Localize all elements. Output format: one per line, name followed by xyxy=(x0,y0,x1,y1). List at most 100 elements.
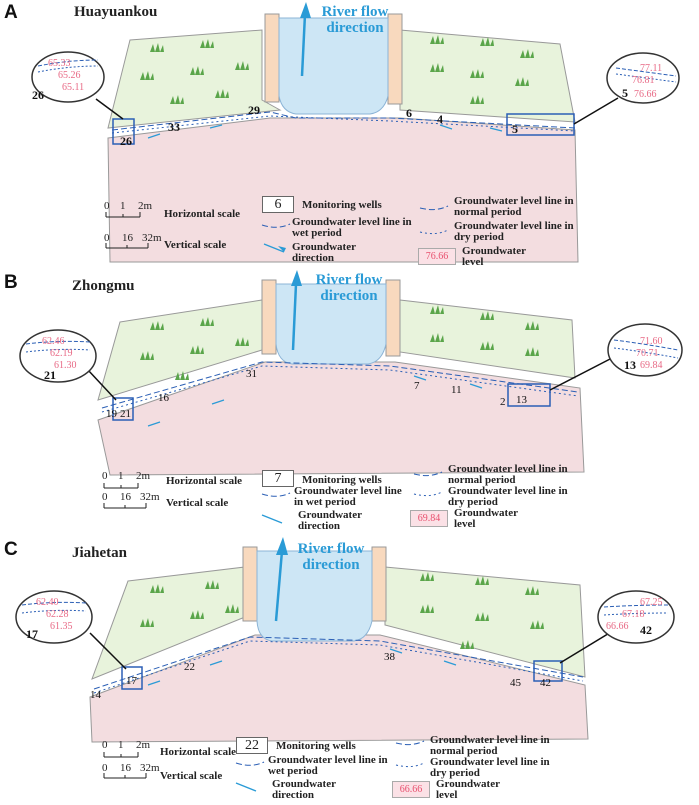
wet-period-label: Groundwater level line in wet period xyxy=(268,754,388,777)
well-label: 6 xyxy=(406,106,412,120)
scale-tick: 0 xyxy=(102,762,108,774)
panel-c-diagram xyxy=(15,537,675,792)
normal-period-label: Groundwater level line in normal period xyxy=(430,734,550,757)
monitoring-wells-label: Monitoring wells xyxy=(276,740,356,752)
scale-tick: 32m xyxy=(140,762,160,774)
zoom-level: 62.46 xyxy=(42,336,65,347)
normal-period-label: Groundwater level line in normal period xyxy=(448,463,568,486)
normal-period-label: Groundwater level line in normal period xyxy=(454,195,574,218)
well-label: 21 xyxy=(120,408,131,420)
panel-c: C Jiahetan River flow direction 14 17 22… xyxy=(0,537,699,805)
scale-tick: 2m xyxy=(138,200,153,212)
level-example: 66.66 xyxy=(392,781,430,798)
well-example: 22 xyxy=(236,737,268,754)
site-name: Huayuankou xyxy=(74,4,158,20)
flow-label: River flow direction xyxy=(315,272,383,304)
panel-b: B Zhongmu River flow direction 19 21 16 … xyxy=(0,270,699,538)
zoom-level: 65.11 xyxy=(62,82,85,93)
well-label: 14 xyxy=(90,689,101,701)
well-label: 38 xyxy=(384,651,395,663)
panel-letter: B xyxy=(4,272,18,293)
well-label: 17 xyxy=(126,675,137,687)
zoom-level: 71.60 xyxy=(640,336,663,347)
scale-tick: 2m xyxy=(136,739,151,751)
well-label: 4 xyxy=(437,112,443,126)
well-label: 31 xyxy=(246,368,257,380)
well-label: 33 xyxy=(168,120,180,134)
groundwater-direction-label: Groundwater direction xyxy=(272,778,336,801)
panel-letter: C xyxy=(4,539,18,560)
panel-b-diagram xyxy=(19,270,683,524)
flow-arrow xyxy=(300,13,307,77)
level-example: 76.66 xyxy=(418,248,456,265)
site-name: Zhongmu xyxy=(72,278,135,294)
zoom-level: 69.84 xyxy=(640,360,663,371)
well-label: 42 xyxy=(540,677,551,689)
well-label: 29 xyxy=(248,103,260,117)
zoom-well: 42 xyxy=(640,623,652,637)
scale-tick: 0 xyxy=(102,491,108,503)
zoom-level: 77.11 xyxy=(640,63,663,74)
zoom-level: 65.33 xyxy=(48,58,71,69)
well-label: 22 xyxy=(184,661,195,673)
scale-tick: 2m xyxy=(136,470,151,482)
wet-period-label: Groundwater level line in wet period xyxy=(292,216,412,239)
horizontal-scale-label: Horizontal scale xyxy=(164,208,241,220)
vertical-scale-label: Vertical scale xyxy=(164,239,227,251)
level-example: 69.84 xyxy=(410,510,448,527)
zoom-well: 5 xyxy=(622,86,628,100)
scale-tick: 32m xyxy=(140,491,160,503)
groundwater-direction-label: Groundwater direction xyxy=(298,509,362,532)
zoom-level: 61.35 xyxy=(50,621,73,632)
well-label: 26 xyxy=(120,134,132,148)
scale-tick: 1 xyxy=(120,200,126,212)
monitoring-wells-label: Monitoring wells xyxy=(302,199,382,211)
zoom-level: 65.26 xyxy=(58,70,81,81)
zoom-well: 17 xyxy=(26,627,38,641)
wet-period-label: Groundwater level line in wet period xyxy=(294,485,402,508)
well-label: 19 xyxy=(106,408,117,420)
vertical-scale-label: Vertical scale xyxy=(160,770,223,782)
well-label: 16 xyxy=(158,392,169,404)
scale-tick: 32m xyxy=(142,232,162,244)
groundwater-direction-label: Groundwater direction xyxy=(292,241,356,264)
scale-tick: 16 xyxy=(120,491,131,503)
scale-tick: 0 xyxy=(102,739,108,751)
zoom-well: 26 xyxy=(32,88,44,102)
scale-tick: 0 xyxy=(102,470,108,482)
zoom-well: 13 xyxy=(624,358,636,372)
dry-period-label: Groundwater level line in dry period xyxy=(454,220,574,243)
zoom-level: 67.25 xyxy=(640,597,663,608)
zoom-level: 70.71 xyxy=(636,348,659,359)
scale-tick: 1 xyxy=(118,470,124,482)
dry-period-label: Groundwater level line in dry period xyxy=(430,756,550,779)
zoom-level: 66.66 xyxy=(606,621,629,632)
well-label: 13 xyxy=(516,394,527,406)
groundwater-level-label: Groundwater level xyxy=(454,507,518,530)
scale-tick: 0 xyxy=(104,200,110,212)
flow-label: River flow direction xyxy=(297,541,365,573)
flow-label: River flow direction xyxy=(321,4,389,36)
panel-a-diagram xyxy=(31,2,680,263)
groundwater-level-label: Groundwater level xyxy=(462,245,526,268)
well-label: 2 xyxy=(500,396,506,408)
zoom-level: 76.66 xyxy=(634,89,657,100)
scale-tick: 0 xyxy=(104,232,110,244)
site-name: Jiahetan xyxy=(72,545,128,561)
well-label: 5 xyxy=(512,122,518,136)
horizontal-scale-label: Horizontal scale xyxy=(160,746,237,758)
vertical-scale-label: Vertical scale xyxy=(166,497,229,509)
zoom-level: 62.28 xyxy=(46,609,69,620)
well-label: 45 xyxy=(510,677,521,689)
well-example: 6 xyxy=(262,196,294,213)
zoom-level: 61.30 xyxy=(54,360,77,371)
monitoring-wells-label: Monitoring wells xyxy=(302,474,382,486)
well-label: 11 xyxy=(451,384,462,396)
scale-tick: 16 xyxy=(122,232,133,244)
well-label: 7 xyxy=(414,380,420,392)
zoom-level: 67.18 xyxy=(622,609,645,620)
panel-a: A Huayuankou River flow direction 26 33 … xyxy=(0,0,699,268)
zoom-level: 62.40 xyxy=(36,597,59,608)
horizontal-scale-label: Horizontal scale xyxy=(166,475,243,487)
scale-tick: 16 xyxy=(120,762,131,774)
